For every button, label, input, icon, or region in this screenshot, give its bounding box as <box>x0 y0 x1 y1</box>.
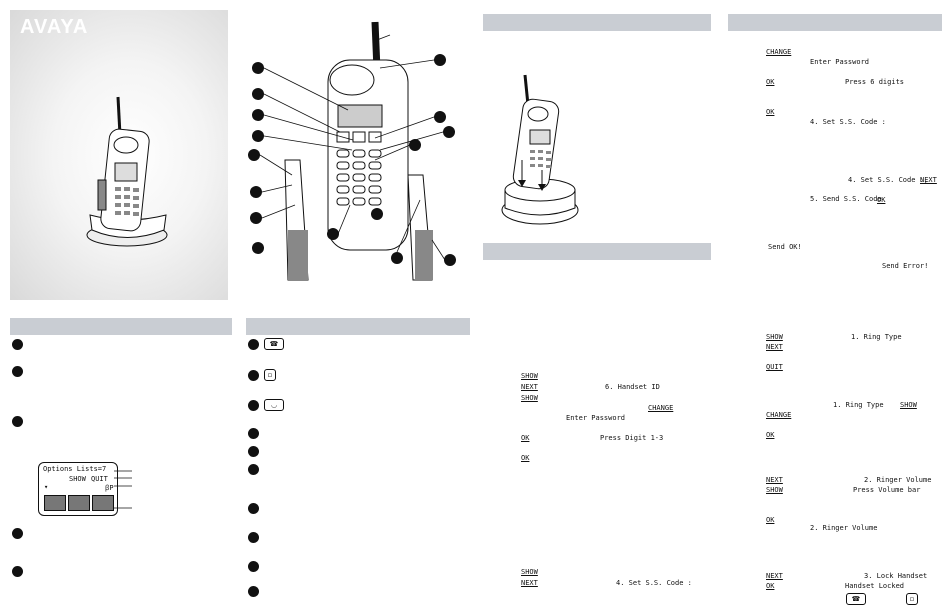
bullet-marker <box>248 561 259 572</box>
section-header-bar <box>483 14 711 31</box>
send-ok-text: Send OK! <box>768 243 802 251</box>
bullet-marker <box>248 400 259 411</box>
ok-softkey-label: OK <box>766 582 775 590</box>
next-softkey-label: NEXT <box>766 572 783 580</box>
bullet-marker <box>248 428 259 439</box>
hold-key-icon: ▫ <box>264 369 276 381</box>
handset-id-menu-text: 6. Handset ID <box>605 383 660 391</box>
display-code: ꞵP <box>105 484 114 492</box>
section-header-bar <box>246 318 470 335</box>
next-softkey-label: NEXT <box>521 383 538 391</box>
next-softkey-label: NEXT <box>766 343 783 351</box>
section-header-bar <box>483 243 711 260</box>
bullet-marker <box>12 366 23 377</box>
talk-key-icon: ☎ <box>846 593 866 605</box>
display-line1: Options Lists=7 <box>43 465 107 473</box>
avaya-logo: AVAYA <box>20 16 89 38</box>
ring-type-menu-text: 1. Ring Type <box>851 333 902 341</box>
lock-handset-menu-text: 3. Lock Handset <box>864 572 928 580</box>
change-softkey-label: CHANGE <box>766 48 792 56</box>
section-header-bar <box>10 318 232 335</box>
bullet-marker <box>12 339 23 350</box>
enter-password-text: Enter Password <box>810 58 870 66</box>
bullet-marker <box>248 532 259 543</box>
set-ss-code-text: 4. Set S.S. Code : <box>810 118 886 126</box>
quit-softkey-label: QUIT <box>766 363 783 371</box>
next-softkey-label: NEXT <box>920 176 937 184</box>
send-ss-code-text: 5. Send S.S. Code <box>810 195 882 203</box>
hold-key-icon: ▫ <box>906 593 918 605</box>
display-scroll-arrow: ▾ <box>44 483 49 491</box>
bullet-marker <box>248 586 259 597</box>
set-ss-code-text: 4. Set S.S. Code :, <box>848 176 929 184</box>
ok-softkey-label: OK <box>877 196 886 204</box>
ok-softkey-label: OK <box>766 108 775 116</box>
set-ss-code-menu-text: 4. Set S.S. Code : <box>616 579 692 587</box>
ring-type-text: 1. Ring Type <box>833 401 884 409</box>
charging-illustration <box>501 74 579 225</box>
next-softkey-label: NEXT <box>766 476 783 484</box>
press-digit-text: Press Digit 1-3 <box>600 434 664 442</box>
talk-key-icon: ☎ <box>264 338 284 350</box>
send-error-text: Send Error! <box>882 262 929 270</box>
change-softkey-label: CHANGE <box>766 411 792 419</box>
handset-locked-text: Handset Locked <box>845 582 905 590</box>
softkey-middle <box>68 495 90 511</box>
show-softkey-label: SHOW <box>900 401 917 409</box>
next-softkey-label: NEXT <box>521 579 538 587</box>
show-softkey-label: SHOW <box>766 333 783 341</box>
ok-softkey-label: OK <box>766 516 775 524</box>
ringer-volume-menu-text: 2. Ringer Volume <box>864 476 932 484</box>
bullet-marker <box>12 416 23 427</box>
press-6-digits-text: Press 6 digits <box>845 78 905 86</box>
display-show-label: SHOW <box>69 475 86 483</box>
show-softkey-label: SHOW <box>521 568 538 576</box>
bullet-marker <box>12 528 23 539</box>
handset-diagram <box>248 21 456 281</box>
enter-password-text: Enter Password <box>566 414 626 422</box>
section-header-bar <box>728 14 942 31</box>
bullet-marker <box>248 446 259 457</box>
bullet-marker <box>248 339 259 350</box>
bullet-marker <box>248 503 259 514</box>
show-softkey-label: SHOW <box>766 486 783 494</box>
softkey-right <box>92 495 114 511</box>
change-softkey-label: CHANGE <box>648 404 674 412</box>
ok-softkey-label: OK <box>766 78 775 86</box>
ok-softkey-label: OK <box>521 434 530 442</box>
softkey-left <box>44 495 66 511</box>
ok-softkey-label: OK <box>521 454 530 462</box>
press-volume-text: Press Volume bar <box>853 486 921 494</box>
ok-softkey-label: OK <box>766 431 775 439</box>
show-softkey-label: SHOW <box>521 372 538 380</box>
cover-phone-illustration <box>86 96 168 247</box>
bullet-marker <box>12 566 23 577</box>
voicemail-key-icon: ◡ <box>264 399 284 411</box>
show-softkey-label: SHOW <box>521 394 538 402</box>
display-quit-label: QUIT <box>91 475 108 483</box>
bullet-marker <box>248 464 259 475</box>
bullet-marker <box>248 370 259 381</box>
lcd-display: Options Lists=7 SHOW QUIT ▾ ꞵP <box>38 462 118 516</box>
ringer-volume-text: 2. Ringer Volume <box>810 524 878 532</box>
lcd-callout-lines <box>114 470 132 509</box>
